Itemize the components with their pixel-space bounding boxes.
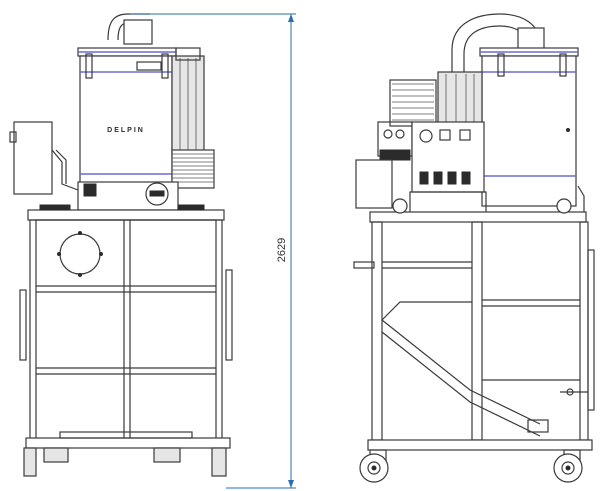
front-view: DELPIN xyxy=(9,13,233,477)
brand-label: DELPIN xyxy=(107,127,145,134)
height-dimension: 2629 xyxy=(130,13,296,489)
dimension-label: 2629 xyxy=(276,238,288,262)
side-view xyxy=(353,13,595,483)
